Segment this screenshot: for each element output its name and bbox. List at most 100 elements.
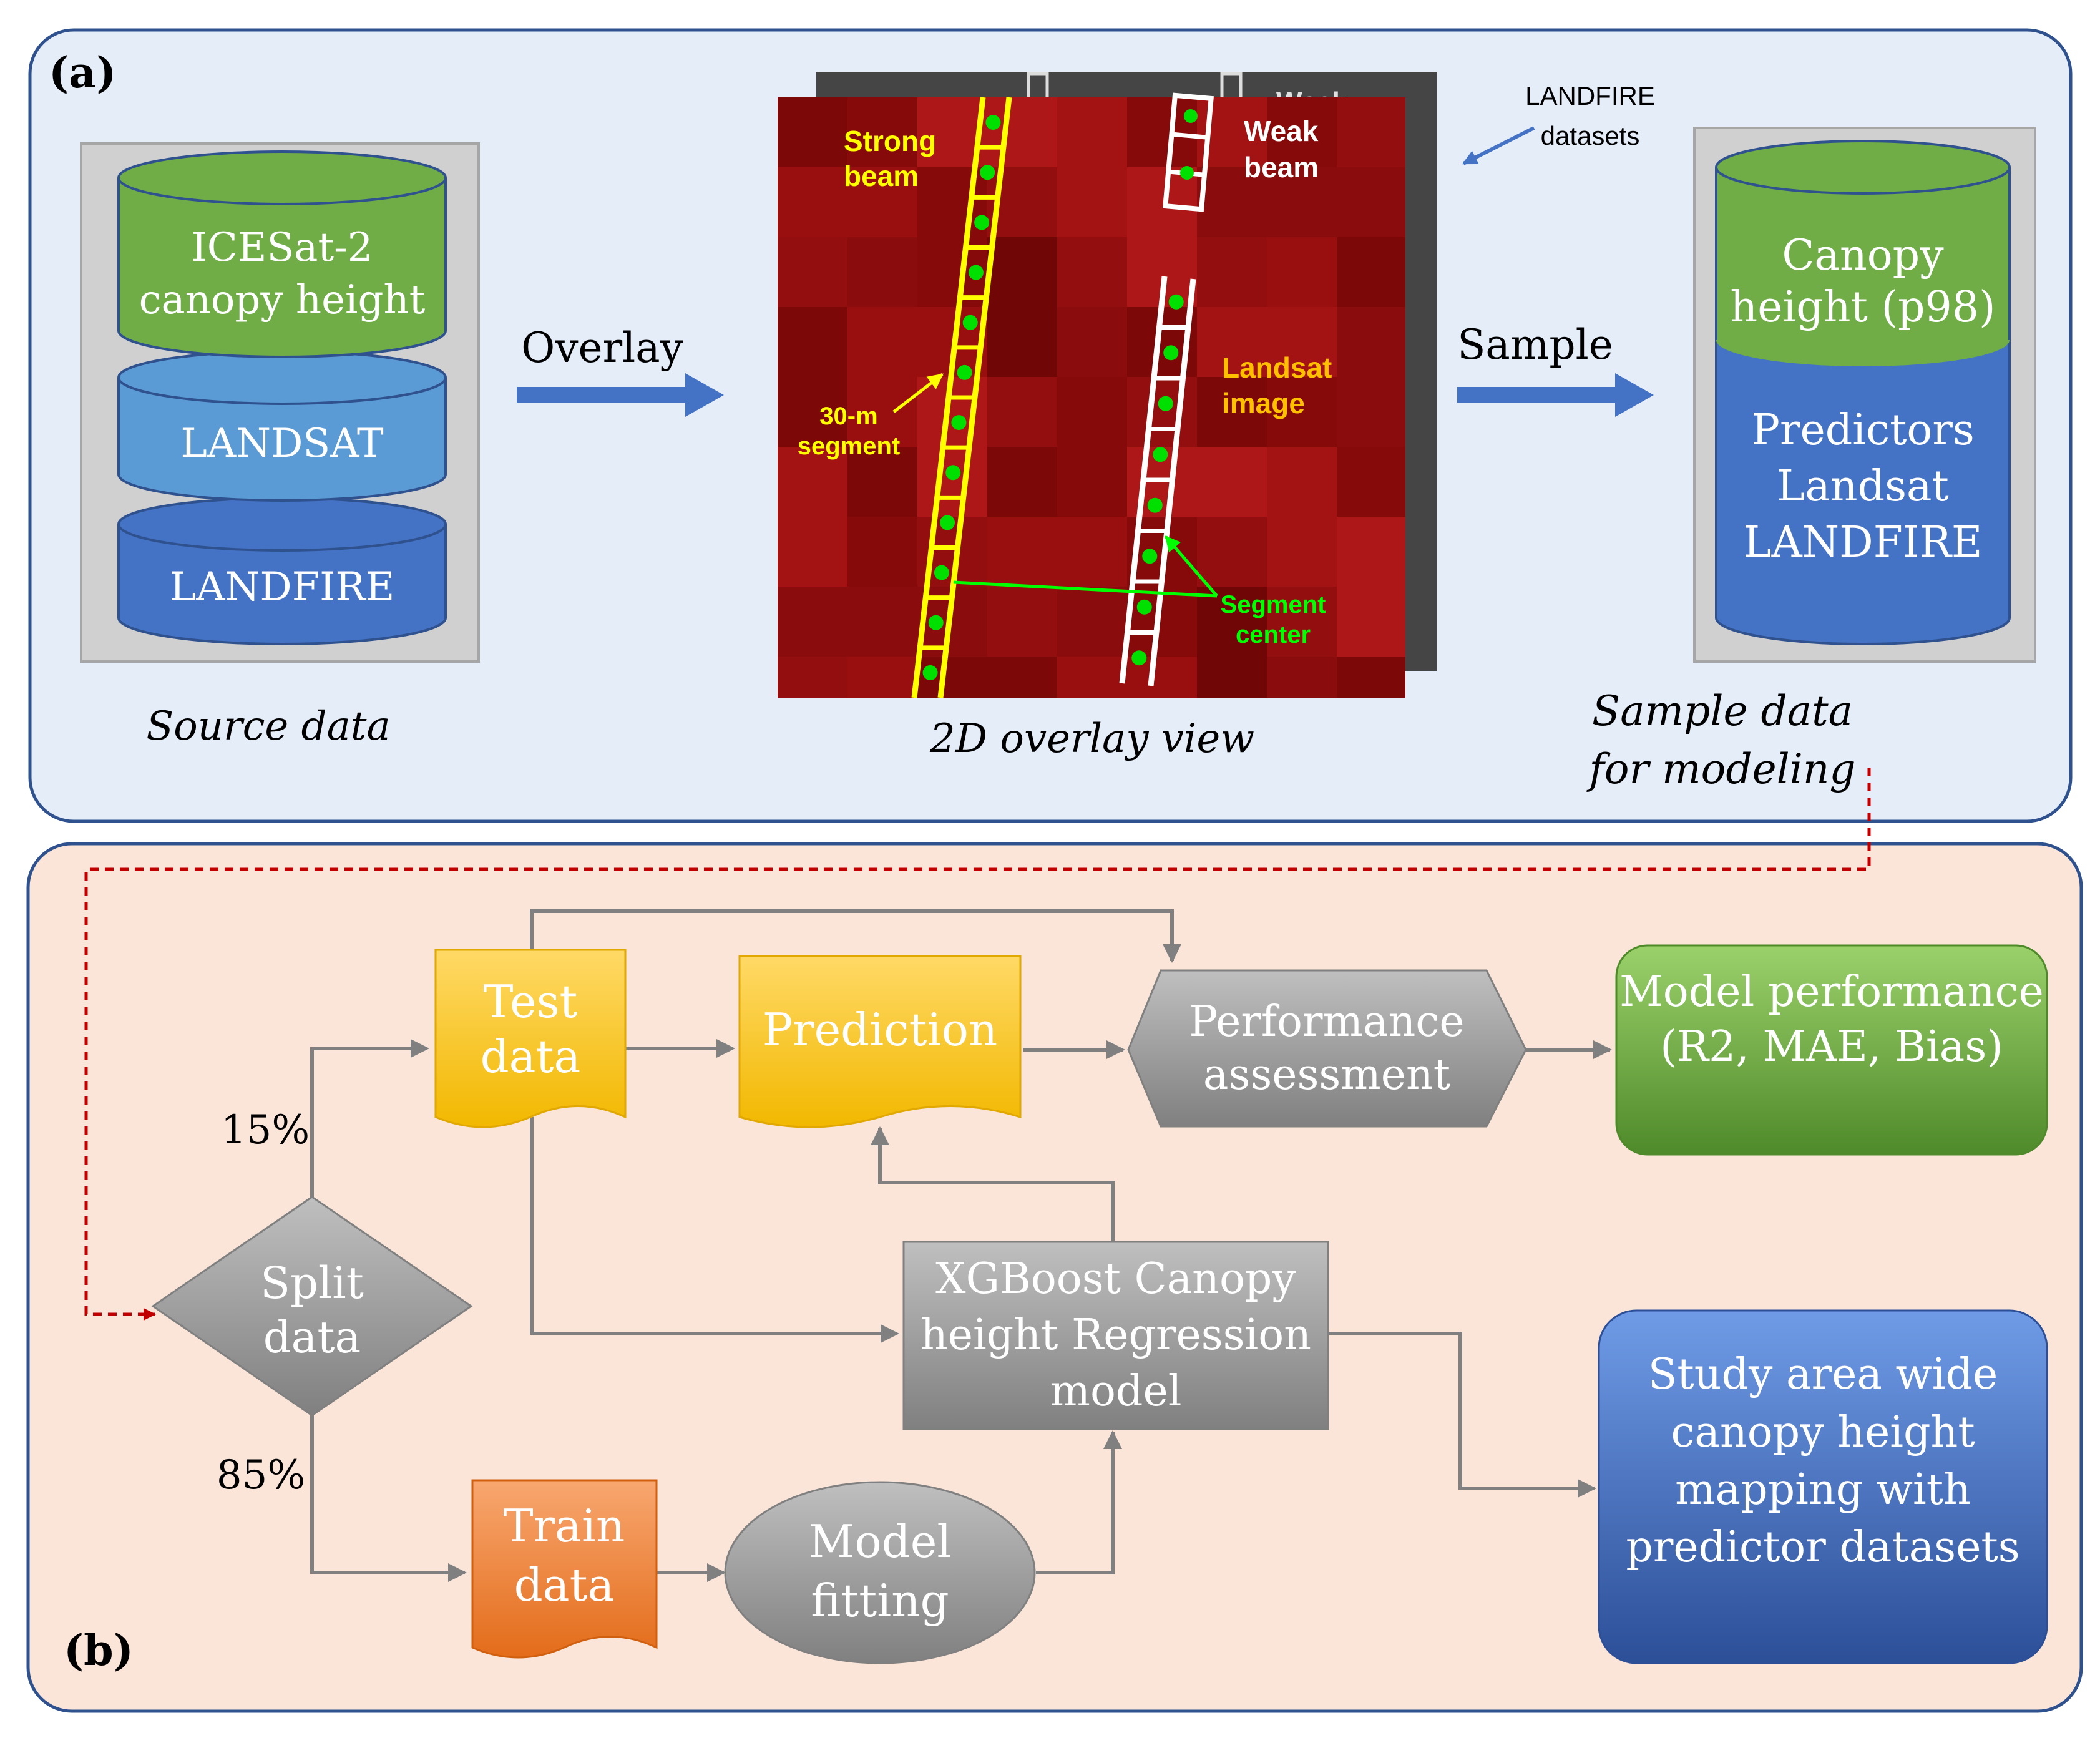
landfire-note-1: LANDFIRE xyxy=(1525,81,1655,110)
landsat-pixel xyxy=(778,377,847,447)
strong-beam-label-1: Strong xyxy=(844,125,936,157)
landsat-pixel-grid xyxy=(778,97,1405,698)
strong-beam-track xyxy=(911,97,1012,698)
sample-predictors-line3: LANDFIRE xyxy=(1743,518,1982,567)
landsat-pixel xyxy=(847,657,917,698)
pct-test: 15% xyxy=(221,1107,310,1153)
segment-pointer xyxy=(892,373,944,413)
landsat-pixel xyxy=(1337,587,1405,657)
sample-caption-1: Sample data xyxy=(1592,687,1853,735)
test-line2: data xyxy=(481,1030,581,1083)
connector-test-performance xyxy=(530,909,1181,963)
segment-center-dot xyxy=(1147,497,1163,513)
panel-a-label: (a) xyxy=(49,48,116,98)
segment-center-dot xyxy=(985,115,1001,130)
landsat-pixel xyxy=(1197,167,1267,237)
segment-center-dot xyxy=(1158,396,1173,411)
landsat-pixel xyxy=(1337,307,1405,377)
segment-center-dot xyxy=(945,465,961,481)
segment-center-dot xyxy=(957,364,972,380)
landsat-pixel xyxy=(778,447,847,517)
segment-center-label-2: center xyxy=(1236,621,1311,648)
landsat-label: LANDSAT xyxy=(180,421,384,467)
landfire-note-arrow xyxy=(1462,126,1535,165)
landsat-pixel xyxy=(1337,97,1405,167)
train-line2: data xyxy=(514,1559,615,1611)
landsat-pixel xyxy=(778,517,847,587)
landsat-pixel xyxy=(1197,237,1267,307)
landsat-pixel xyxy=(1267,657,1337,698)
landsat-pixel xyxy=(1057,587,1127,657)
weak-beam-label-2: beam xyxy=(1244,151,1319,183)
landsat-cylinder: LANDSAT xyxy=(117,350,447,502)
segment-center-dot xyxy=(934,565,949,580)
landsat-pixel xyxy=(1267,517,1337,587)
overlay-view-caption: 2D overlay view xyxy=(929,716,1254,762)
train-line1: Train xyxy=(504,1500,625,1552)
landsat-pixel xyxy=(1197,657,1267,698)
segment-label-1: 30-m xyxy=(819,403,877,430)
landsat-pixel xyxy=(847,237,917,307)
sample-predictors-line1: Predictors xyxy=(1751,406,1975,455)
connectors xyxy=(310,909,1612,1582)
landsat-pixel xyxy=(778,237,847,307)
landsat-pixel xyxy=(1127,377,1197,447)
xgboost-line3: model xyxy=(1050,1367,1182,1416)
landsat-pixel xyxy=(1267,307,1337,377)
model-performance-node: Model performance (R2, MAE, Bias) xyxy=(1615,944,2048,1156)
segment-center-dot xyxy=(974,215,990,230)
landsat-pixel xyxy=(987,97,1057,167)
landsat-pixel xyxy=(1057,517,1127,587)
segment-center-label-1: Segment xyxy=(1221,591,1326,618)
segment-center-dot xyxy=(980,165,995,180)
xgboost-line1: XGBoost Canopy xyxy=(935,1254,1296,1304)
segment-center-pointer-2 xyxy=(1165,535,1218,597)
icesat-label-line1: ICESat-2 xyxy=(191,225,373,271)
fitting-line2: fitting xyxy=(811,1574,949,1627)
landsat-pixel xyxy=(987,447,1057,517)
split-line2: data xyxy=(263,1312,361,1363)
landsat-pixel xyxy=(778,587,847,657)
landsat-pixel xyxy=(987,517,1057,587)
split-line1: Split xyxy=(260,1257,364,1309)
landsat-pixel xyxy=(1057,97,1127,167)
segment-center-dot xyxy=(1168,294,1184,310)
segment-center-dot xyxy=(951,415,967,431)
segment-center-dot xyxy=(1153,447,1168,462)
landsat-pixel xyxy=(1267,587,1337,657)
landsat-pixel xyxy=(1057,447,1127,517)
landsat-pixel xyxy=(917,447,987,517)
landsat-pixel xyxy=(987,587,1057,657)
landsat-pixel xyxy=(778,97,847,167)
panel-a: (a) LANDFIRE LANDSAT ICESat-2 canopy hei xyxy=(28,28,2073,823)
study-line3: mapping with xyxy=(1675,1465,1971,1515)
sample-top-line1: Canopy xyxy=(1782,231,1944,280)
study-line1: Study area wide xyxy=(1648,1350,1998,1399)
landsat-pixel xyxy=(1267,237,1337,307)
landfire-label: LANDFIRE xyxy=(170,564,395,610)
landsat-pixel xyxy=(1197,307,1267,377)
prediction-label: Prediction xyxy=(763,1003,998,1056)
connector-split-test xyxy=(310,1039,429,1197)
landsat-pixel xyxy=(1267,377,1337,447)
pct-train: 85% xyxy=(217,1452,305,1498)
prediction-node: Prediction xyxy=(738,955,1022,1128)
sample-caption-2: for modeling xyxy=(1586,745,1855,793)
segment-center-dot xyxy=(962,315,978,330)
landfire-note-2: datasets xyxy=(1541,121,1640,150)
model-perf-line1: Model performance xyxy=(1619,967,2044,1017)
source-data-stack: LANDFIRE LANDSAT ICESat-2 canopy height xyxy=(80,142,480,663)
segment-center-dot xyxy=(1142,549,1158,564)
xgboost-line2: height Regression xyxy=(921,1311,1311,1360)
landsat-pixel xyxy=(1057,657,1127,698)
landsat-pixel xyxy=(847,447,917,517)
landsat-pixel xyxy=(847,377,917,447)
landsat-pixel xyxy=(778,167,847,237)
study-line2: canopy height xyxy=(1671,1408,1975,1457)
performance-node: Performance assessment xyxy=(1127,969,1527,1128)
landsat-pixel xyxy=(847,307,917,377)
segment-center-dot xyxy=(1131,650,1147,666)
sample-top-line2: height (p98) xyxy=(1730,283,1995,332)
